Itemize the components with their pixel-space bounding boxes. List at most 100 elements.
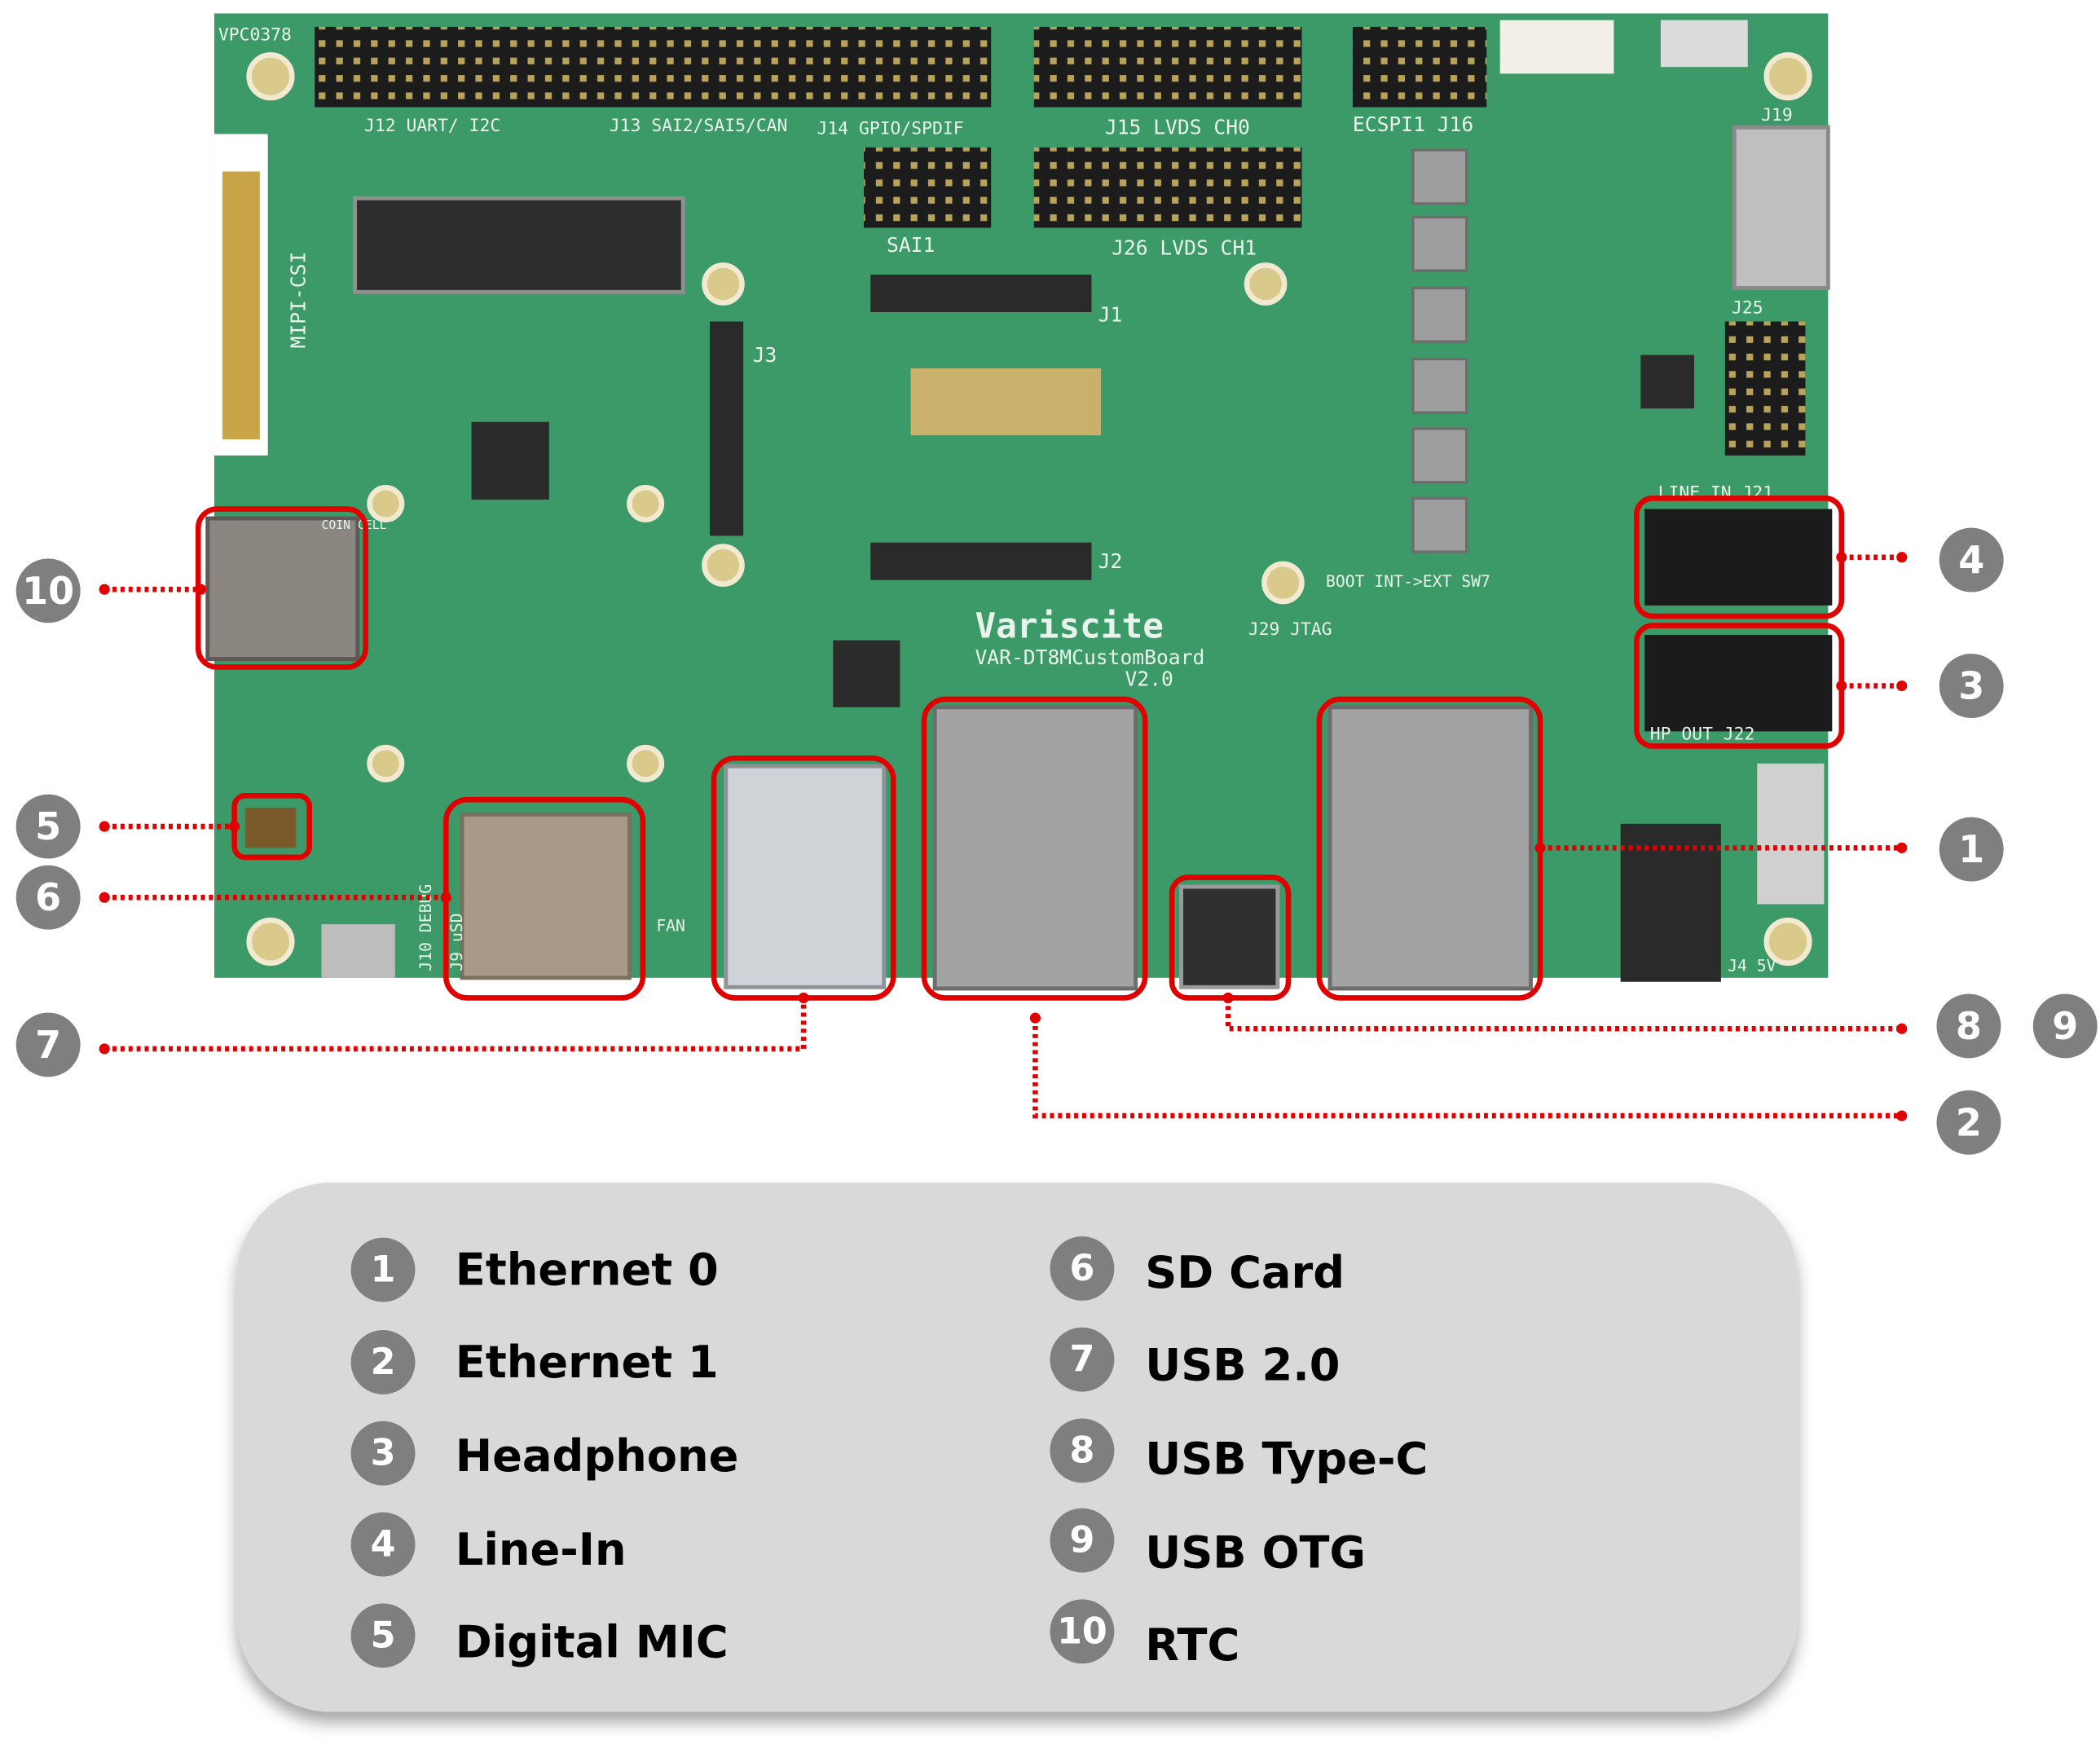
power-switch — [1757, 763, 1825, 905]
callout-number: 10 — [22, 569, 74, 613]
headphone-jack — [1644, 635, 1833, 732]
ethernet-0-port — [1327, 705, 1533, 991]
label-j3: J3 — [753, 343, 777, 367]
callout-number: 5 — [35, 804, 61, 848]
legend-panel: 1 Ethernet 0 2 Ethernet 1 3 Headphone 4 Line… — [236, 1183, 1798, 1712]
callout-1: 1 — [1939, 817, 2004, 882]
legend-label: USB OTG — [1145, 1526, 1366, 1578]
digital-mic — [244, 808, 297, 848]
ic-chip — [471, 421, 549, 500]
m2-slot — [353, 196, 685, 294]
brand-silkscreen: Variscite — [975, 606, 1163, 646]
callout-4: 4 — [1939, 527, 2004, 592]
usb-a-port — [724, 764, 887, 989]
legend-item: 2 Ethernet 1 — [350, 1330, 719, 1394]
hdmi-connector — [1732, 125, 1830, 290]
connector-j18 — [1660, 20, 1748, 68]
label-j26: J26 LVDS CH1 — [1112, 236, 1257, 259]
callout-6: 6 — [15, 865, 81, 930]
gold-pad — [910, 368, 1101, 436]
label-j13: J13 SAI2/SAI5/CAN — [610, 116, 788, 136]
callout-number: 4 — [1958, 538, 1984, 582]
legend-label: Ethernet 0 — [456, 1244, 719, 1296]
label-j1: J1 — [1098, 302, 1123, 326]
legend-number: 2 — [371, 1341, 396, 1383]
sd-card-slot — [460, 812, 632, 980]
legend-item: 5 Digital MIC — [350, 1603, 729, 1667]
highlight-eth1 — [921, 696, 1148, 1001]
legend-label: SD Card — [1145, 1247, 1345, 1298]
callout-number: 8 — [1956, 1004, 1982, 1048]
legend-item: 3 Headphone — [350, 1421, 739, 1486]
legend-number: 9 — [1070, 1520, 1095, 1562]
legend-item: 7 USB 2.0 — [1050, 1327, 1341, 1392]
pcie-edge-connector — [222, 171, 260, 440]
label-j12: J12 UART/ I2C — [364, 116, 500, 136]
legend-item: 1 Ethernet 0 — [350, 1237, 719, 1302]
label-j14: J14 GPIO/SPDIF — [817, 118, 964, 139]
callout-number: 3 — [1958, 664, 1984, 708]
callout-number: 9 — [2052, 1004, 2078, 1048]
label-usd: J9 uSD — [447, 913, 466, 971]
legend-label: Line-In — [456, 1524, 627, 1575]
legend-label: USB 2.0 — [1145, 1339, 1340, 1390]
som-connector-j1 — [870, 274, 1092, 312]
legend-number: 4 — [371, 1523, 396, 1565]
legend-label: Digital MIC — [456, 1616, 729, 1667]
callout-9: 9 — [2032, 993, 2098, 1059]
legend-background — [236, 1183, 1798, 1712]
legend-number: 3 — [371, 1433, 396, 1474]
callout-number: 2 — [1956, 1100, 1982, 1144]
callout-badges: 1 2 3 4 5 6 7 8 9 10 — [15, 527, 2098, 1155]
push-buttons — [1411, 148, 1468, 553]
callout-number: 1 — [1958, 827, 1984, 871]
legend-label: Ethernet 1 — [456, 1337, 719, 1388]
label-j2: J2 — [1098, 549, 1123, 573]
line-in-jack — [1644, 509, 1833, 606]
legend-number: 8 — [1070, 1429, 1095, 1471]
pcb-board: Variscite VAR-DT8MCustomBoard V2.0 J12 U… — [205, 13, 1833, 991]
legend-number: 6 — [1070, 1248, 1095, 1289]
label-mipi: MIPI-CSI — [287, 252, 310, 349]
label-debug: J10 DEBUG — [416, 884, 435, 971]
callout-5: 5 — [15, 794, 81, 859]
label-coin: COIN CELL — [321, 518, 386, 532]
legend-number: 10 — [1057, 1610, 1107, 1652]
label-boot: BOOT INT->EXT SW7 — [1326, 572, 1490, 591]
legend-label: USB Type-C — [1145, 1433, 1428, 1484]
ethernet-1-port — [932, 705, 1138, 991]
legend-item: 6 SD Card — [1050, 1236, 1345, 1301]
pin-header-j16 — [1352, 26, 1487, 108]
callout-number: 7 — [35, 1023, 61, 1067]
legend-label: Headphone — [456, 1430, 739, 1482]
callout-3: 3 — [1939, 654, 2004, 718]
label-j25: J25 — [1732, 298, 1763, 319]
legend-number: 7 — [1070, 1339, 1095, 1381]
label-hp-out: HP OUT J22 — [1650, 724, 1755, 744]
label-jtag: J29 JTAG — [1248, 619, 1332, 640]
ic-chip — [1640, 355, 1695, 409]
label-fan: FAN — [656, 916, 685, 935]
mounting-holes — [246, 52, 1812, 967]
callout-8: 8 — [1936, 993, 2001, 1059]
legend-number: 5 — [371, 1614, 396, 1656]
ic-chip — [833, 640, 900, 707]
callout-2: 2 — [1936, 1090, 2001, 1155]
callout-10: 10 — [15, 558, 81, 623]
legend-item: 8 USB Type-C — [1050, 1418, 1428, 1484]
label-j15: J15 LVDS CH0 — [1105, 115, 1250, 139]
usb-type-c-port — [1179, 884, 1280, 989]
callout-number: 6 — [35, 875, 61, 919]
callout-7: 7 — [15, 1012, 81, 1077]
pin-header-j25 — [1724, 321, 1806, 456]
leader-lines — [99, 552, 1908, 1121]
debug-usb-port — [321, 924, 395, 978]
legend-item: 9 USB OTG — [1050, 1508, 1366, 1578]
coin-cell-holder — [205, 516, 360, 662]
legend-item: 4 Line-In — [350, 1512, 627, 1577]
pin-header-top — [315, 26, 992, 108]
som-connector-j2 — [870, 542, 1092, 580]
legend-number: 1 — [371, 1249, 396, 1291]
